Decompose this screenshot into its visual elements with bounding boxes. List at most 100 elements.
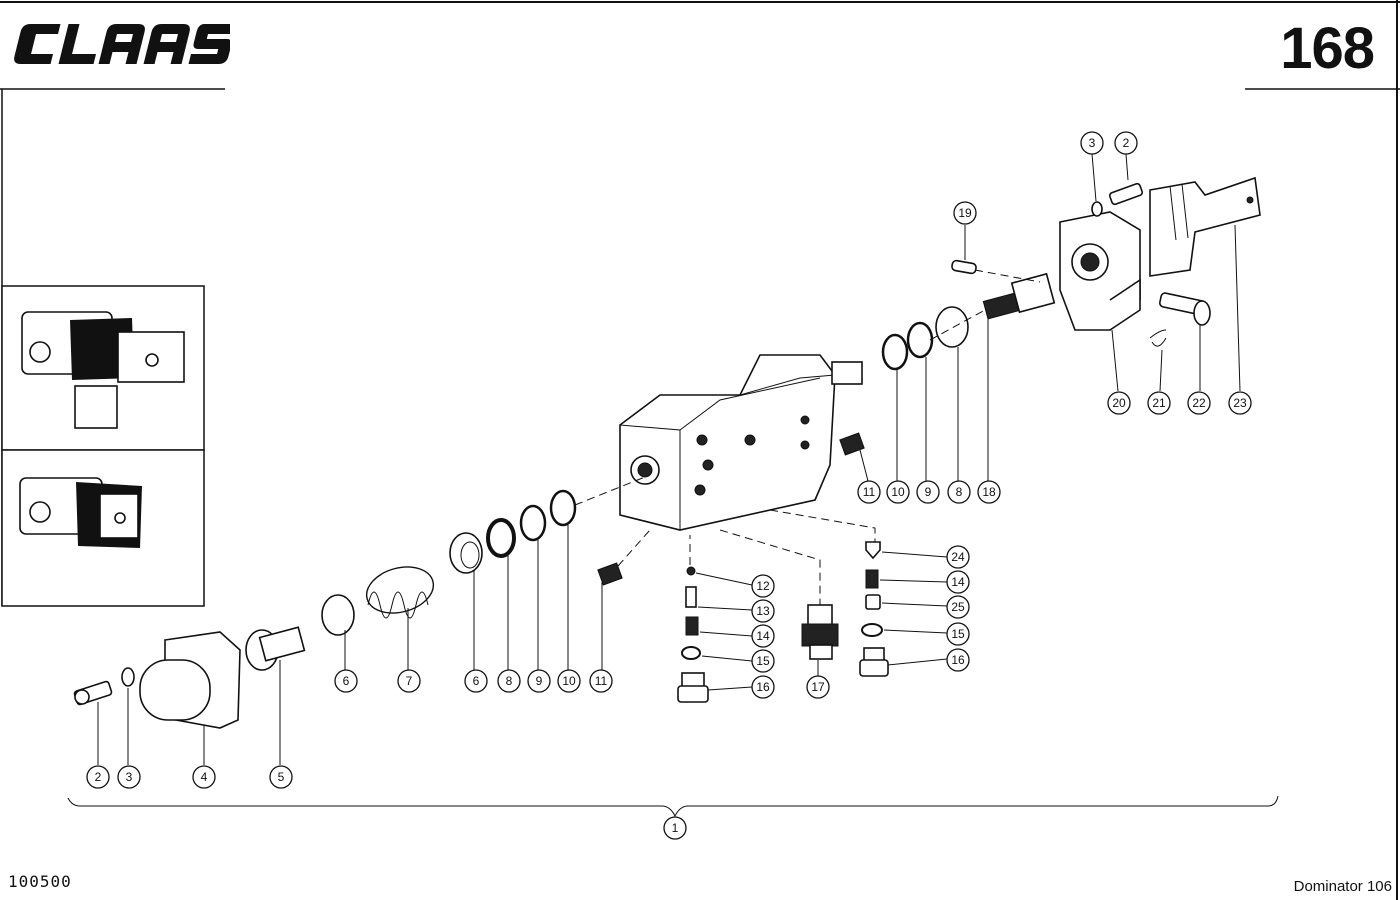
pin-part xyxy=(951,259,977,275)
callout-6b: 6 xyxy=(464,669,488,693)
callout-4: 4 xyxy=(192,765,216,789)
o-rings-right-parts xyxy=(881,306,969,371)
svg-text:12: 12 xyxy=(756,579,770,593)
callout-16: 16 xyxy=(751,675,775,699)
svg-text:14: 14 xyxy=(951,575,965,589)
washer-top-part xyxy=(1091,201,1103,217)
machine-model: Dominator 106 xyxy=(1293,878,1392,895)
right-check-valve-parts xyxy=(859,541,889,677)
svg-text:22: 22 xyxy=(1192,396,1206,410)
callout-18: 18 xyxy=(977,480,1001,504)
svg-text:10: 10 xyxy=(891,485,905,499)
page-number: 168 xyxy=(1280,16,1375,81)
clevis-pin-part xyxy=(1158,292,1211,326)
svg-text:9: 9 xyxy=(925,485,932,499)
svg-text:21: 21 xyxy=(1152,396,1166,410)
svg-text:2: 2 xyxy=(95,770,102,784)
callout-8b: 8 xyxy=(947,480,971,504)
bracket-part xyxy=(1059,211,1141,331)
shaft-part xyxy=(982,272,1056,320)
union-fitting-part xyxy=(801,604,839,660)
callout-2b: 2 xyxy=(1114,131,1138,155)
callout-19: 19 xyxy=(953,201,977,225)
inset-photo-valve-partial xyxy=(1,449,205,607)
svg-text:3: 3 xyxy=(1089,136,1096,150)
valve-housing-part xyxy=(619,354,863,531)
solenoid-cover-part xyxy=(139,631,241,729)
svg-text:13: 13 xyxy=(756,604,770,618)
callout-21: 21 xyxy=(1147,391,1171,415)
svg-text:2: 2 xyxy=(1123,136,1130,150)
svg-text:8: 8 xyxy=(956,485,963,499)
callout-11b: 11 xyxy=(857,480,881,504)
inset-photo-valve-assembled xyxy=(1,285,205,451)
callout-10: 10 xyxy=(557,669,581,693)
callout-7: 7 xyxy=(397,669,421,693)
callout-3b: 3 xyxy=(1080,131,1104,155)
callout-14b: 14 xyxy=(946,570,970,594)
svg-text:16: 16 xyxy=(951,653,965,667)
callout-2: 2 xyxy=(86,765,110,789)
guide-bush-part xyxy=(449,532,483,574)
svg-text:23: 23 xyxy=(1233,396,1247,410)
washer-small-part xyxy=(681,646,701,660)
svg-text:9: 9 xyxy=(536,674,543,688)
callout-9: 9 xyxy=(527,669,551,693)
callout-8: 8 xyxy=(497,669,521,693)
svg-text:8: 8 xyxy=(506,674,513,688)
svg-text:6: 6 xyxy=(473,674,480,688)
callout-11: 11 xyxy=(589,669,613,693)
callout-3: 3 xyxy=(117,765,141,789)
claas-logo xyxy=(14,24,230,64)
callout-1: 1 xyxy=(663,816,687,840)
document-code: 100500 xyxy=(8,872,72,891)
svg-text:15: 15 xyxy=(756,654,770,668)
cotter-pin-part xyxy=(1149,329,1167,347)
svg-text:16: 16 xyxy=(756,680,770,694)
callout-12: 12 xyxy=(751,574,775,598)
callout-15b: 15 xyxy=(946,622,970,646)
svg-text:15: 15 xyxy=(951,627,965,641)
svg-text:14: 14 xyxy=(756,629,770,643)
callout-25: 25 xyxy=(946,595,970,619)
callout-13: 13 xyxy=(751,599,775,623)
plunger-part xyxy=(245,626,306,671)
valve-pin-part xyxy=(685,586,697,608)
mounting-arm-part xyxy=(1149,176,1261,277)
svg-text:5: 5 xyxy=(278,770,285,784)
svg-text:6: 6 xyxy=(343,674,350,688)
set-screw-right-part xyxy=(839,432,865,456)
spring-part xyxy=(365,566,435,619)
svg-text:20: 20 xyxy=(1112,396,1126,410)
svg-text:19: 19 xyxy=(958,206,972,220)
callout-17: 17 xyxy=(806,675,830,699)
callout-22: 22 xyxy=(1187,391,1211,415)
svg-text:4: 4 xyxy=(201,770,208,784)
plug-part xyxy=(677,672,709,703)
callout-23: 23 xyxy=(1228,391,1252,415)
callout-24: 24 xyxy=(946,545,970,569)
callout-20: 20 xyxy=(1107,391,1131,415)
cap-screw-part xyxy=(73,680,113,706)
callout-6: 6 xyxy=(334,669,358,693)
svg-text:18: 18 xyxy=(982,485,996,499)
callout-9b: 9 xyxy=(916,480,940,504)
svg-text:17: 17 xyxy=(811,680,825,694)
svg-text:10: 10 xyxy=(562,674,576,688)
spring-small-part xyxy=(685,616,699,636)
svg-text:25: 25 xyxy=(951,600,965,614)
washer-part xyxy=(121,667,135,687)
callout-16b: 16 xyxy=(946,648,970,672)
svg-text:7: 7 xyxy=(406,674,413,688)
seal-ring-part xyxy=(321,594,355,636)
bolt-part xyxy=(1108,182,1144,206)
callout-15: 15 xyxy=(751,649,775,673)
svg-text:11: 11 xyxy=(595,674,608,688)
leader-lines xyxy=(97,153,1241,765)
set-screw-part xyxy=(597,562,623,586)
svg-text:11: 11 xyxy=(863,485,876,499)
svg-text:3: 3 xyxy=(126,770,133,784)
callout-14: 14 xyxy=(751,624,775,648)
o-ring-parts xyxy=(486,489,577,558)
